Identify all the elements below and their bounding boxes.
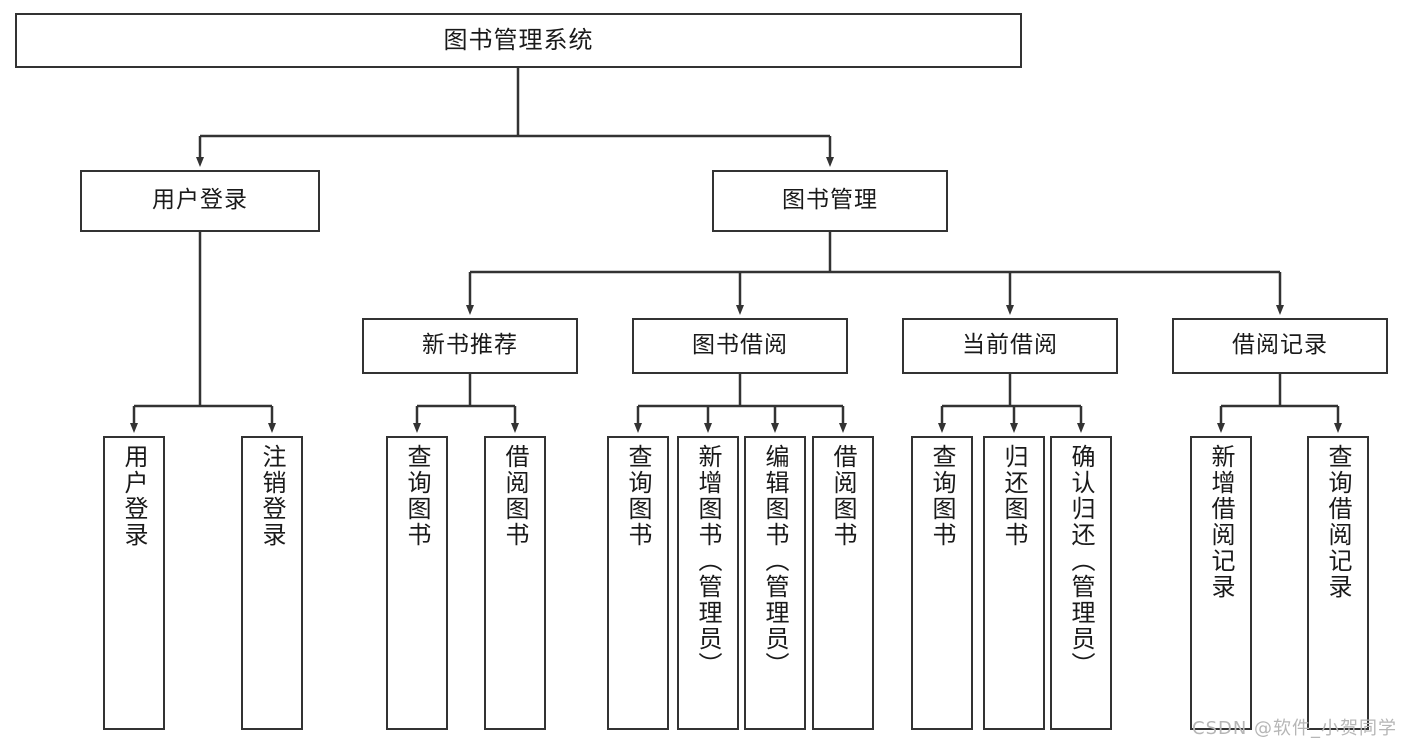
node-current-borrowing[interactable]: 当前借阅 — [902, 318, 1118, 374]
node-label: 图书借阅 — [692, 332, 788, 359]
leaf-edit-book-admin[interactable]: 编辑图书（管理员） — [744, 436, 806, 730]
leaf-query-borrowing-record[interactable]: 查询借阅记录 — [1307, 436, 1369, 730]
node-label: 用户登录 — [120, 444, 148, 548]
node-book-management[interactable]: 图书管理 — [712, 170, 948, 232]
node-label: 新增图书（管理员） — [694, 444, 722, 678]
leaf-confirm-return-admin[interactable]: 确认归还（管理员） — [1050, 436, 1112, 730]
leaf-user-login[interactable]: 用户登录 — [103, 436, 165, 730]
node-root-system[interactable]: 图书管理系统 — [15, 13, 1022, 68]
node-label: 借阅记录 — [1232, 332, 1328, 359]
node-label: 借阅图书 — [501, 444, 529, 548]
node-label: 查询图书 — [928, 444, 956, 548]
node-book-borrowing[interactable]: 图书借阅 — [632, 318, 848, 374]
node-label: 用户登录 — [152, 187, 248, 214]
node-label: 图书管理 — [782, 187, 878, 214]
node-borrowing-record[interactable]: 借阅记录 — [1172, 318, 1388, 374]
leaf-logout[interactable]: 注销登录 — [241, 436, 303, 730]
leaf-query-books-borrowing[interactable]: 查询图书 — [607, 436, 669, 730]
node-user-login[interactable]: 用户登录 — [80, 170, 320, 232]
leaf-query-books-recommendation[interactable]: 查询图书 — [386, 436, 448, 730]
node-label: 确认归还（管理员） — [1067, 444, 1095, 678]
node-label: 当前借阅 — [962, 332, 1058, 359]
node-label: 图书管理系统 — [443, 26, 594, 55]
node-label: 借阅图书 — [829, 444, 857, 548]
leaf-add-book-admin[interactable]: 新增图书（管理员） — [677, 436, 739, 730]
node-label: 新增借阅记录 — [1207, 444, 1235, 600]
csdn-watermark: CSDN @软件_小贺同学 — [1192, 718, 1398, 739]
node-label: 归还图书 — [1000, 444, 1028, 548]
node-label: 编辑图书（管理员） — [761, 444, 789, 678]
node-label: 新书推荐 — [422, 332, 518, 359]
node-label: 注销登录 — [258, 444, 286, 548]
node-label: 查询图书 — [403, 444, 431, 548]
leaf-return-book[interactable]: 归还图书 — [983, 436, 1045, 730]
leaf-borrow-books-borrowing[interactable]: 借阅图书 — [812, 436, 874, 730]
leaf-borrow-books-recommendation[interactable]: 借阅图书 — [484, 436, 546, 730]
node-label: 查询借阅记录 — [1324, 444, 1352, 600]
node-label: 查询图书 — [624, 444, 652, 548]
node-new-book-recommendation[interactable]: 新书推荐 — [362, 318, 578, 374]
leaf-query-books-current[interactable]: 查询图书 — [911, 436, 973, 730]
leaf-add-borrowing-record[interactable]: 新增借阅记录 — [1190, 436, 1252, 730]
